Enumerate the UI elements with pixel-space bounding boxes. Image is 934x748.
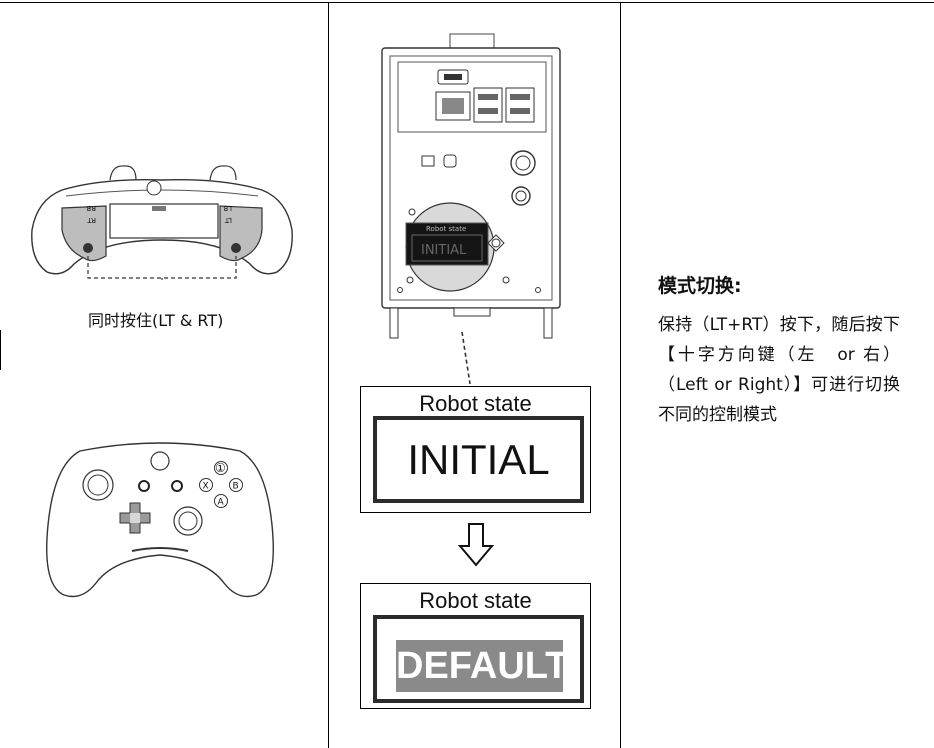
panel-initial-screen: INITIAL [373, 416, 584, 503]
column-divider-1 [328, 2, 329, 748]
table-top-border [0, 2, 934, 3]
robot-state-panel-initial: Robot state INITIAL [360, 386, 591, 513]
mode-switch-title: 模式切换: [658, 275, 742, 297]
panel-initial-title: Robot state [419, 391, 532, 416]
device-screen-state: INITIAL [421, 243, 467, 258]
label-lt: LT [224, 216, 232, 224]
column-divider-2 [620, 2, 621, 748]
state-initial-text: INITIAL [407, 436, 550, 483]
panel-default-title: Robot state [419, 588, 532, 613]
button-a: A [218, 498, 225, 508]
robot-device-illustration: Robot state INITIAL [381, 33, 561, 385]
panel-default-screen: DEFAULT [373, 615, 584, 703]
button-x: X [203, 482, 209, 492]
state-default-text: DEFAULT [396, 640, 568, 692]
button-b: B [233, 482, 239, 492]
device-screen-title: Robot state [426, 225, 466, 233]
label-rb: RB [86, 204, 96, 212]
down-arrow-icon [458, 523, 494, 567]
robot-state-panel-default: Robot state DEFAULT [360, 583, 591, 709]
controller-front-illustration: X B A ① [46, 442, 274, 598]
controller-caption: 同时按住(LT & RT) [88, 311, 224, 330]
label-lb: LB [223, 204, 232, 212]
button-badge: ① [215, 461, 226, 475]
label-rt: RT [87, 216, 96, 224]
mode-switch-description: 保持（LT+RT）按下，随后按下【十字方向键（左 or 右）（Left or R… [658, 315, 900, 425]
column-left-mark [0, 330, 1, 370]
controller-top-illustration: RB RT LB LT [31, 165, 293, 280]
